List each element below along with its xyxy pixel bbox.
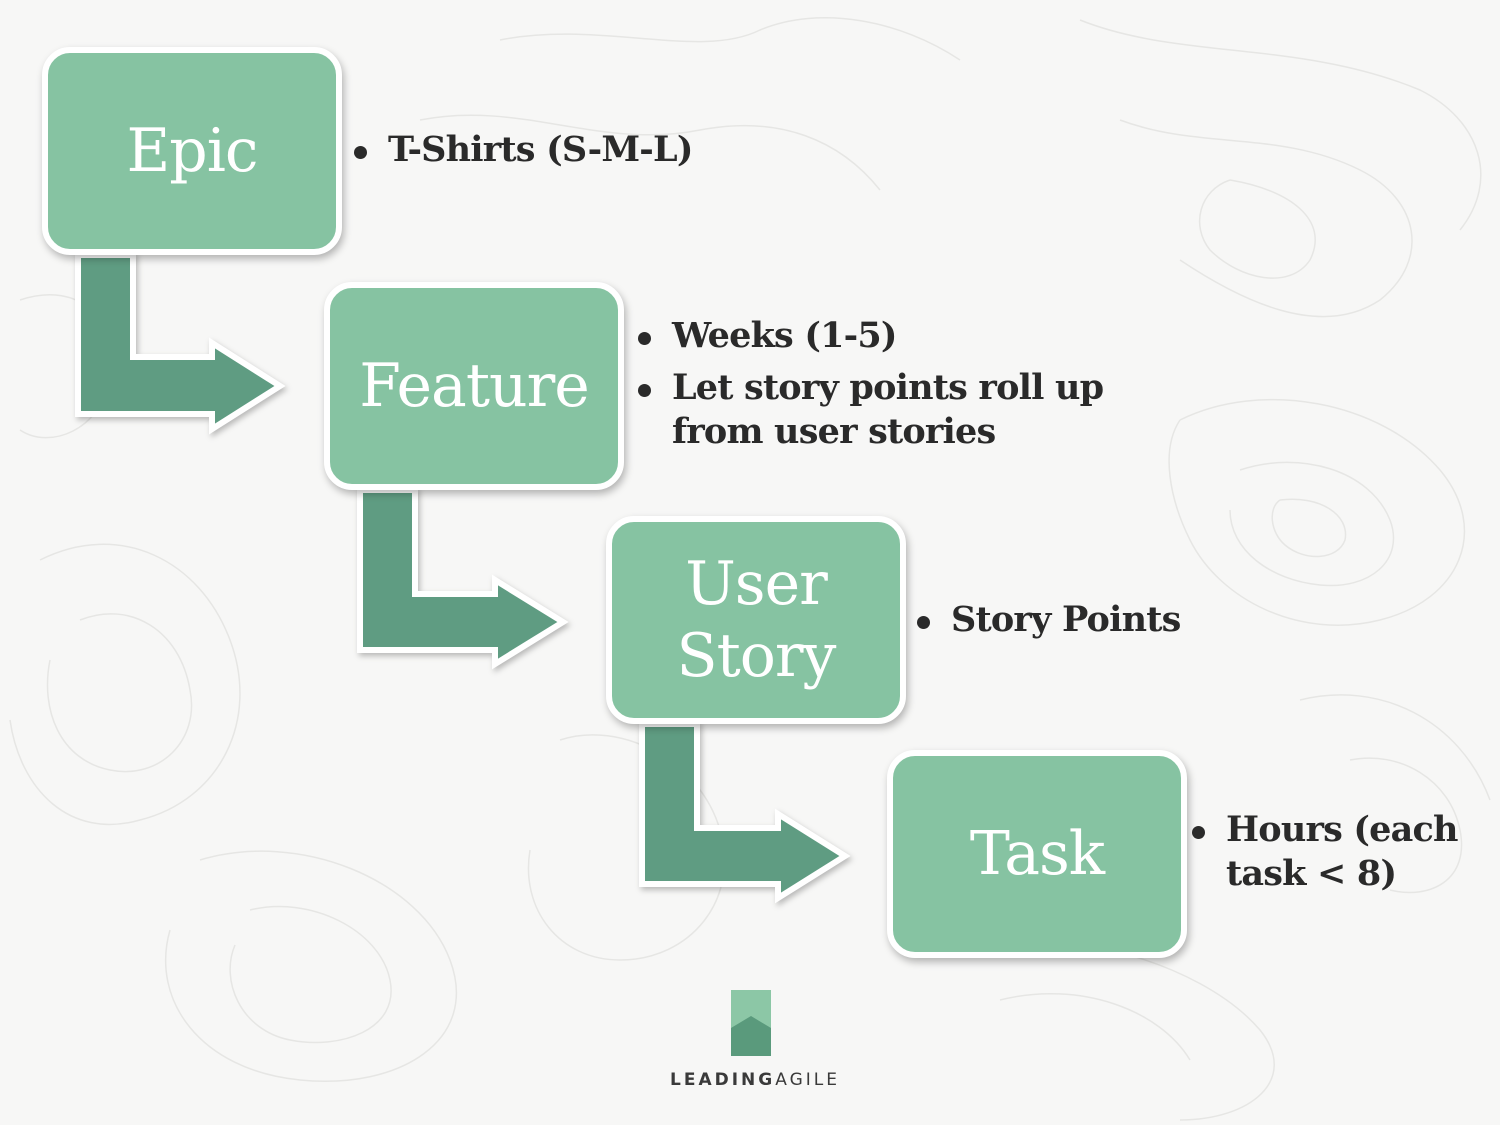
feature-box: Feature [324, 282, 624, 490]
feature-notes: Weeks (1-5) Let story points roll up fro… [636, 314, 1136, 462]
task-notes: Hours (each task < 8) [1190, 808, 1490, 904]
leadingagile-logo-mark [731, 990, 771, 1056]
feature-note-weeks: Weeks (1-5) [636, 314, 1136, 358]
logo-text-light: AGILE [775, 1070, 840, 1090]
epic-notes: T-Shirts (S-M-L) [352, 128, 772, 180]
epic-note-tshirts: T-Shirts (S-M-L) [352, 128, 772, 172]
leadingagile-wordmark: LEADINGAGILE [670, 1070, 837, 1090]
user-story-notes: Story Points [915, 598, 1235, 650]
feature-label: Feature [359, 351, 590, 421]
task-label: Task [969, 819, 1105, 889]
user-story-box: User Story [606, 516, 906, 724]
user-story-label: User Story [676, 549, 837, 691]
logo-text-bold: LEADING [670, 1070, 776, 1090]
user-story-note-points: Story Points [915, 598, 1235, 642]
epic-box: Epic [42, 47, 342, 255]
task-box: Task [887, 750, 1187, 958]
leadingagile-logo: LEADINGAGILE [670, 990, 837, 1090]
feature-note-rollup: Let story points roll up from user stori… [636, 366, 1136, 454]
epic-label: Epic [126, 116, 259, 186]
task-note-hours: Hours (each task < 8) [1190, 808, 1490, 896]
